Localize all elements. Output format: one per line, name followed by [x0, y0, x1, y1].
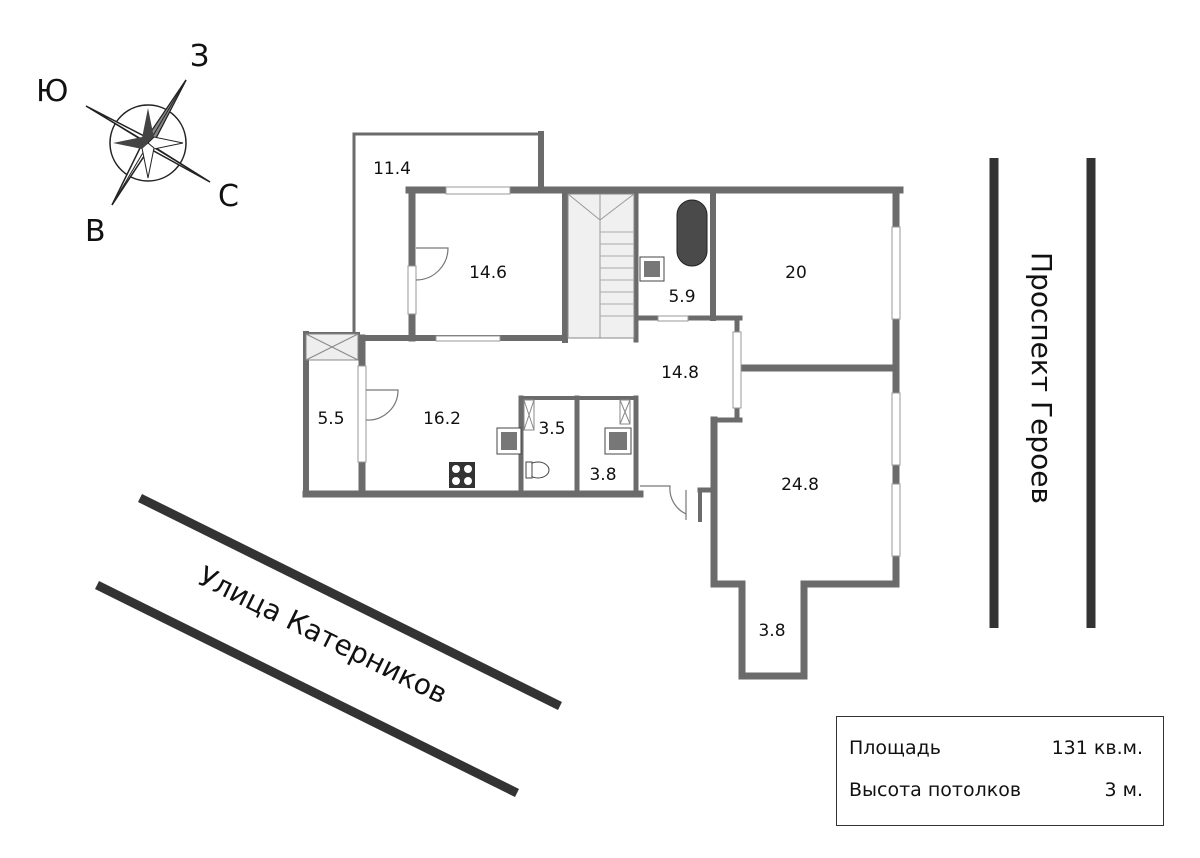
- street-label-right: Проспект Героев: [1025, 252, 1058, 504]
- area-label: Площадь: [849, 737, 941, 759]
- compass-east-label: В: [85, 214, 106, 249]
- doors: [365, 247, 687, 520]
- vent-shafts: [523, 399, 631, 431]
- room-area-kitchen: 16.2: [423, 409, 461, 429]
- windows: [357, 186, 901, 557]
- room-area-loggia: 5.5: [317, 409, 344, 429]
- room-area-living: 24.8: [781, 475, 819, 495]
- compass-rose: [85, 79, 211, 206]
- staircase: [567, 193, 635, 339]
- room-area-wc: 3.5: [538, 419, 565, 439]
- sink-shower: [604, 427, 632, 455]
- compass-north-label: С: [218, 179, 239, 214]
- area-value: 131 кв.м.: [1051, 737, 1143, 759]
- info-box: Площадь 131 кв.м. Высота потолков 3 м.: [836, 716, 1164, 826]
- ceiling-height-label: Высота потолков: [849, 779, 1022, 801]
- stove: [449, 462, 475, 488]
- ceiling-height-row: Высота потолков 3 м.: [849, 779, 1143, 801]
- area-row: Площадь 131 кв.м.: [849, 737, 1143, 759]
- room-area-bathroom: 5.9: [668, 287, 695, 307]
- room-area-hall: 14.8: [661, 363, 699, 383]
- street-lines: [95, 158, 1096, 798]
- sink-bathroom: [639, 256, 665, 282]
- sink-kitchen: [496, 427, 522, 455]
- compass-south-label: Ю: [36, 74, 68, 109]
- bathtub: [676, 199, 708, 267]
- room-area-room-20: 20: [785, 263, 807, 283]
- toilet: [525, 461, 550, 479]
- room-area-shower: 3.8: [589, 465, 616, 485]
- ceiling-height-value: 3 м.: [1104, 779, 1143, 801]
- compass-west-label: З: [190, 39, 209, 74]
- room-area-alcove: 3.8: [758, 621, 785, 641]
- room-area-balcony: 11.4: [373, 159, 411, 179]
- room-area-bedroom: 14.6: [469, 263, 507, 283]
- vent-box: [305, 333, 359, 361]
